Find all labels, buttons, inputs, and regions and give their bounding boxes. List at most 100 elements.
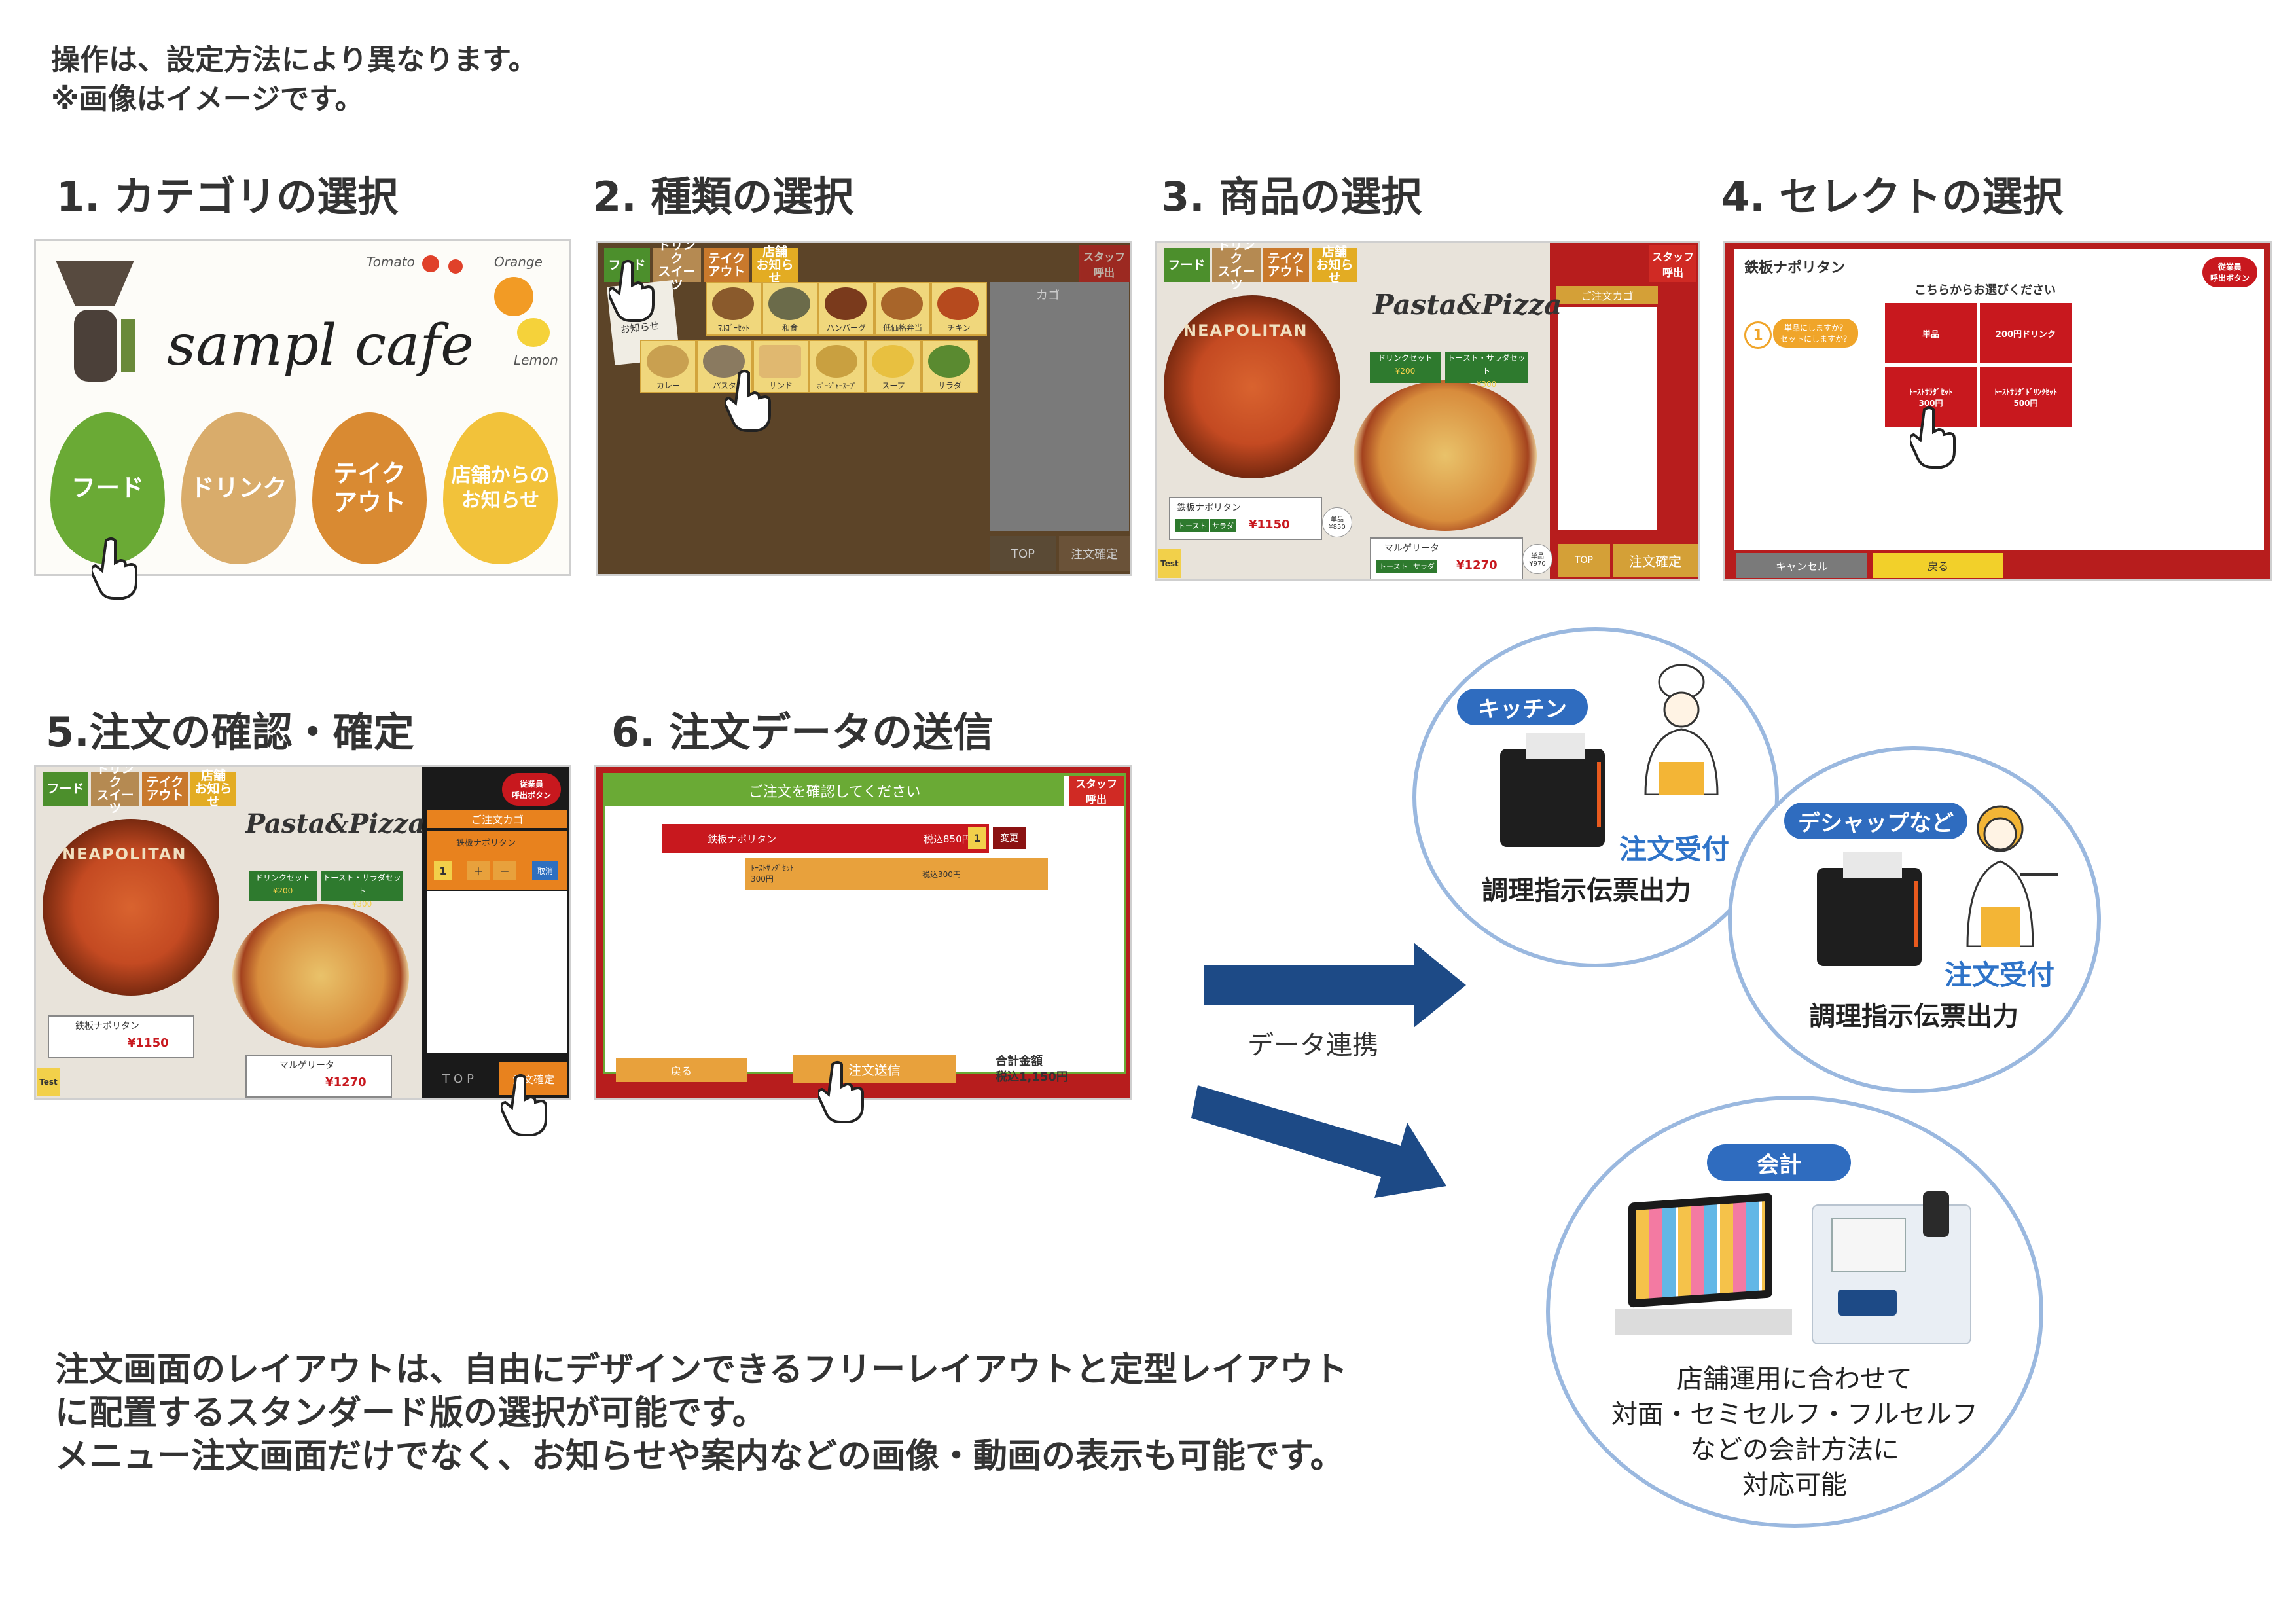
hand-pointer-icon bbox=[501, 1074, 547, 1136]
tab-takeout[interactable]: テイク アウト bbox=[142, 772, 188, 806]
toast-salad-set-price: ¥300 bbox=[1476, 380, 1497, 389]
arrow-diagonal-icon bbox=[1191, 1085, 1446, 1198]
product-card-napolitan[interactable]: 鉄板ナポリタン ¥1150 bbox=[48, 1015, 194, 1058]
drink-set-label: ドリンクセット bbox=[1377, 353, 1433, 363]
tab-takeout[interactable]: テイク アウト bbox=[704, 248, 749, 282]
category-item[interactable]: チキン bbox=[931, 282, 987, 336]
category-item[interactable]: スープ bbox=[865, 340, 922, 393]
food-photo bbox=[712, 287, 754, 320]
staff-call-button[interactable]: スタッフ 呼出 bbox=[1069, 776, 1124, 806]
top-button[interactable]: TOP bbox=[427, 1062, 493, 1095]
food-photo bbox=[881, 287, 923, 320]
layout-description: 注文画面のレイアウトは、自由にデザインできるフリーレイアウトと定型レイアウト に… bbox=[55, 1348, 1348, 1478]
category-item[interactable]: サラダ bbox=[922, 340, 978, 393]
screen-category: sampl cafe Tomato Orange Lemon フード ドリンク … bbox=[34, 239, 571, 576]
confirm-button[interactable]: 注文確定 bbox=[1613, 544, 1698, 577]
option-toast-salad-drink-set[interactable]: ﾄｰｽﾄｻﾗﾀﾞﾄﾞﾘﾝｸｾｯﾄ 500円 bbox=[1980, 367, 2072, 427]
category-item[interactable]: カレー bbox=[640, 340, 696, 393]
product-card-margherita[interactable]: マルゲリータ ¥1270 bbox=[245, 1055, 392, 1098]
category-item[interactable]: サンド bbox=[753, 340, 809, 393]
delete-button[interactable]: 取消 bbox=[532, 861, 558, 880]
food-photo bbox=[825, 287, 867, 320]
egg-button-notice[interactable]: 店舗からの お知らせ bbox=[443, 412, 558, 564]
confirm-button[interactable]: 注文確定 bbox=[1059, 536, 1130, 571]
egg-button-takeout[interactable]: テイク アウト bbox=[312, 412, 427, 564]
category-item[interactable]: 和食 bbox=[762, 282, 818, 336]
cart-panel: カゴ bbox=[990, 282, 1129, 531]
product-card-margherita[interactable]: マルゲリータ ¥1270 トースト サラダ bbox=[1370, 537, 1523, 579]
tab-drink[interactable]: ドリンク スイーツ bbox=[1212, 243, 1261, 291]
tomato-icon bbox=[422, 255, 439, 272]
staff-call-button[interactable]: 従業員 呼出ボタン bbox=[502, 773, 561, 806]
pizza-photo bbox=[1354, 380, 1537, 531]
drink-set-badge: ドリンクセット¥200 bbox=[249, 871, 317, 901]
tab-drink[interactable]: ドリンク スイーツ bbox=[91, 767, 139, 815]
staff-call-button[interactable]: スタッフ 呼出 bbox=[1079, 245, 1130, 282]
step-number-badge: 1 bbox=[1744, 321, 1772, 349]
top-button[interactable]: TOP bbox=[1558, 544, 1610, 577]
category-label: サンド bbox=[768, 381, 793, 390]
accounting-text-4: 対応可能 bbox=[1742, 1470, 1847, 1500]
change-button[interactable]: 変更 bbox=[993, 827, 1026, 849]
tab-notice[interactable]: 店舗 お知らせ bbox=[1312, 245, 1357, 285]
tab-takeout[interactable]: テイク アウト bbox=[1263, 248, 1309, 282]
dessert-pill: デシャップなど bbox=[1784, 803, 1967, 839]
product-price: ¥1150 bbox=[128, 1036, 169, 1050]
category-item[interactable]: ハンバーグ bbox=[818, 282, 874, 336]
food-photo bbox=[703, 345, 745, 378]
accounting-pill: 会計 bbox=[1707, 1144, 1851, 1181]
sub-item-price: 税込300円 bbox=[922, 870, 961, 879]
cancel-button[interactable]: キャンセル bbox=[1736, 553, 1867, 578]
send-order-button[interactable]: 注文送信 bbox=[793, 1055, 956, 1083]
note-image: ※画像はイメージです。 bbox=[51, 82, 364, 116]
staff-call-button[interactable]: スタッフ 呼出 bbox=[1649, 245, 1696, 282]
hand-pointer-icon bbox=[725, 370, 771, 432]
dessert-circle: デシャップなど 注文受付 調理指示伝票出力 bbox=[1728, 746, 2101, 1093]
screen-confirm: フード ドリンク スイーツ テイク アウト 店舗 お知らせ 従業員 呼出ボタン … bbox=[34, 765, 571, 1100]
tab-notice[interactable]: 店舗 お知らせ bbox=[190, 769, 236, 808]
fruit-label-lemon: Lemon bbox=[514, 352, 558, 368]
step-title-1: 1. カテゴリの選択 bbox=[56, 173, 399, 221]
step-title-3: 3. 商品の選択 bbox=[1161, 173, 1422, 221]
sub-item-name: ﾄｰｽﾄｻﾗﾀﾞｾｯﾄ 300円 bbox=[751, 863, 795, 884]
top-button[interactable]: TOP bbox=[990, 536, 1056, 571]
category-label: チキン bbox=[947, 323, 971, 333]
tab-drink[interactable]: ドリンク スイーツ bbox=[653, 243, 701, 291]
food-photo bbox=[872, 345, 914, 378]
cart-item-name: 鉄板ナポリタン bbox=[456, 839, 516, 848]
printer-icon bbox=[1500, 733, 1605, 847]
order-accept-label: 注文受付 bbox=[1619, 833, 1730, 865]
category-item[interactable]: ﾎﾟｰｼﾞｬｰｽｰﾌﾟ bbox=[809, 340, 865, 393]
cart-label: カゴ bbox=[1036, 289, 1060, 302]
product-card-napolitan[interactable]: 鉄板ナポリタン ¥1150 トースト サラダ bbox=[1169, 497, 1322, 540]
tab-food[interactable]: フード bbox=[1164, 248, 1210, 282]
accounting-text-1: 店舗運用に合わせて bbox=[1677, 1364, 1912, 1394]
plus-button[interactable]: ＋ bbox=[467, 861, 490, 880]
total-value: 税込1,150円 bbox=[996, 1070, 1068, 1084]
option-drink-set[interactable]: 200円ドリンク bbox=[1980, 303, 2072, 363]
cart-item-qty: 1 bbox=[434, 861, 452, 880]
egg-button-drink[interactable]: ドリンク bbox=[181, 412, 296, 564]
category-item[interactable]: ﾏﾙｺﾞｰｾｯﾄ bbox=[706, 282, 762, 336]
option-toast: トースト bbox=[1376, 560, 1410, 573]
minus-button[interactable]: － bbox=[493, 861, 516, 880]
screen-send: ご注文を確認してください スタッフ 呼出 鉄板ナポリタン 税込850円 1 変更… bbox=[594, 765, 1132, 1100]
kitchen-circle: キッチン 注文受付 調理指示伝票出力 bbox=[1412, 627, 1779, 967]
fruit-label-orange: Orange bbox=[494, 254, 543, 270]
category-label: サラダ bbox=[937, 381, 961, 390]
waitress-illustration bbox=[1948, 803, 2059, 948]
hand-pointer-icon bbox=[609, 260, 655, 322]
option-single[interactable]: 単品 bbox=[1885, 303, 1977, 363]
option-salad: サラダ bbox=[1410, 560, 1437, 573]
test-badge: Test bbox=[37, 1068, 60, 1096]
category-item[interactable]: 低価格弁当 bbox=[874, 282, 931, 336]
product-name: 鉄板ナポリタン bbox=[75, 1021, 139, 1032]
tab-notice[interactable]: 店舗 お知らせ bbox=[752, 245, 798, 285]
back-button[interactable]: 戻る bbox=[616, 1058, 747, 1082]
back-button[interactable]: 戻る bbox=[1873, 553, 2003, 578]
neapolitan-plate-text: NEAPOLITAN bbox=[62, 845, 187, 863]
tab-food[interactable]: フード bbox=[43, 772, 88, 806]
total-label: 合計金額 bbox=[996, 1055, 1043, 1068]
product-name: マルゲリータ bbox=[1384, 543, 1439, 554]
staff-call-button[interactable]: 従業員 呼出ボタン bbox=[2202, 257, 2257, 287]
